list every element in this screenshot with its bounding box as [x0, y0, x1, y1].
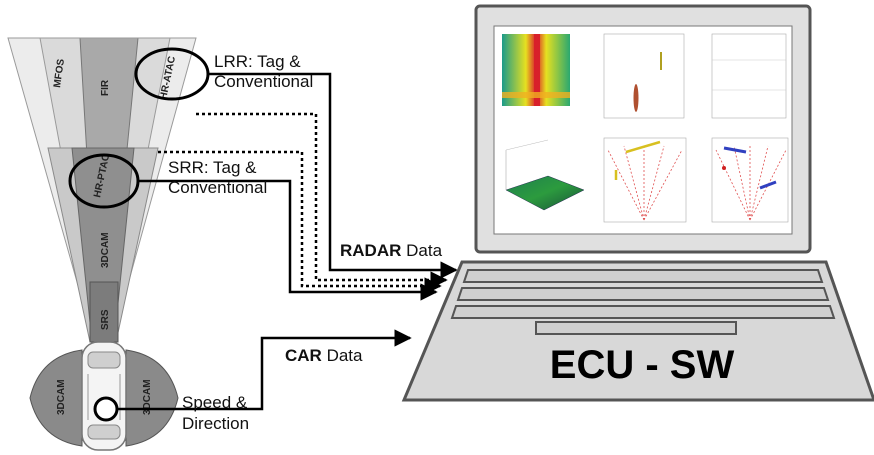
sensor-cones: MFOS FIR HR-ATAC HR-PTAC 3DCAM SRS — [7, 37, 210, 343]
connectors — [117, 72, 458, 411]
radar-data-rest: Data — [401, 241, 443, 260]
keyboard-row-3 — [450, 305, 836, 319]
cam3d-front-label: 3DCAM — [100, 232, 111, 268]
plot-tracks — [711, 33, 787, 119]
laptop: ECU - SW — [401, 4, 874, 402]
lrr-label-line-2: Conventional — [214, 72, 314, 91]
cam3d-left-label: 3DCAM — [56, 379, 67, 415]
mfos-label: MFOS — [52, 58, 67, 88]
cam3d-right-label: 3DCAM — [142, 379, 153, 415]
srs-label: SRS — [100, 309, 111, 330]
radar-data-label: RADAR Data — [340, 241, 442, 261]
keyboard-row-1 — [462, 269, 824, 283]
srr-label-line-1: SRR: Tag & — [168, 158, 257, 177]
fir-label: FIR — [100, 79, 111, 96]
car-data-bold: CAR — [285, 346, 322, 365]
plot-range-angle — [603, 33, 685, 119]
srs-box — [89, 281, 119, 343]
ecu-title: ECU - SW — [550, 343, 735, 387]
car-sensor-circle — [93, 396, 119, 422]
speed-direction-label: Speed & Direction — [182, 392, 249, 434]
srr-connector — [138, 179, 438, 301]
car-data-rest: Data — [321, 346, 363, 365]
lrr-label: LRR: Tag & Conventional — [214, 52, 313, 92]
touchpad — [535, 321, 737, 335]
plot-3d-surface — [500, 134, 585, 218]
srr-label-line-2: Conventional — [168, 178, 268, 197]
srr-dotted-connector — [158, 150, 442, 295]
lrr-dotted-connector — [196, 112, 448, 289]
car-group: 3DCAM 3DCAM — [29, 341, 179, 451]
car-connector — [117, 329, 412, 411]
right-side-camera-zone — [125, 349, 179, 447]
lrr-connector — [208, 72, 458, 279]
car-body — [81, 341, 127, 451]
left-side-camera-zone — [29, 349, 83, 447]
car-data-label: CAR Data — [285, 346, 362, 366]
keyboard-row-2 — [456, 287, 830, 301]
speed-label-line-1: Speed & — [182, 393, 248, 412]
radar-data-bold: RADAR — [340, 241, 402, 260]
speed-label-line-2: Direction — [182, 414, 250, 433]
plot-heatmap — [502, 34, 570, 106]
srr-label: SRR: Tag & Conventional — [168, 158, 267, 198]
lrr-label-line-1: LRR: Tag & — [214, 52, 301, 71]
plot-detections-fan — [603, 137, 687, 223]
plot-estimated-tracks — [711, 137, 789, 223]
